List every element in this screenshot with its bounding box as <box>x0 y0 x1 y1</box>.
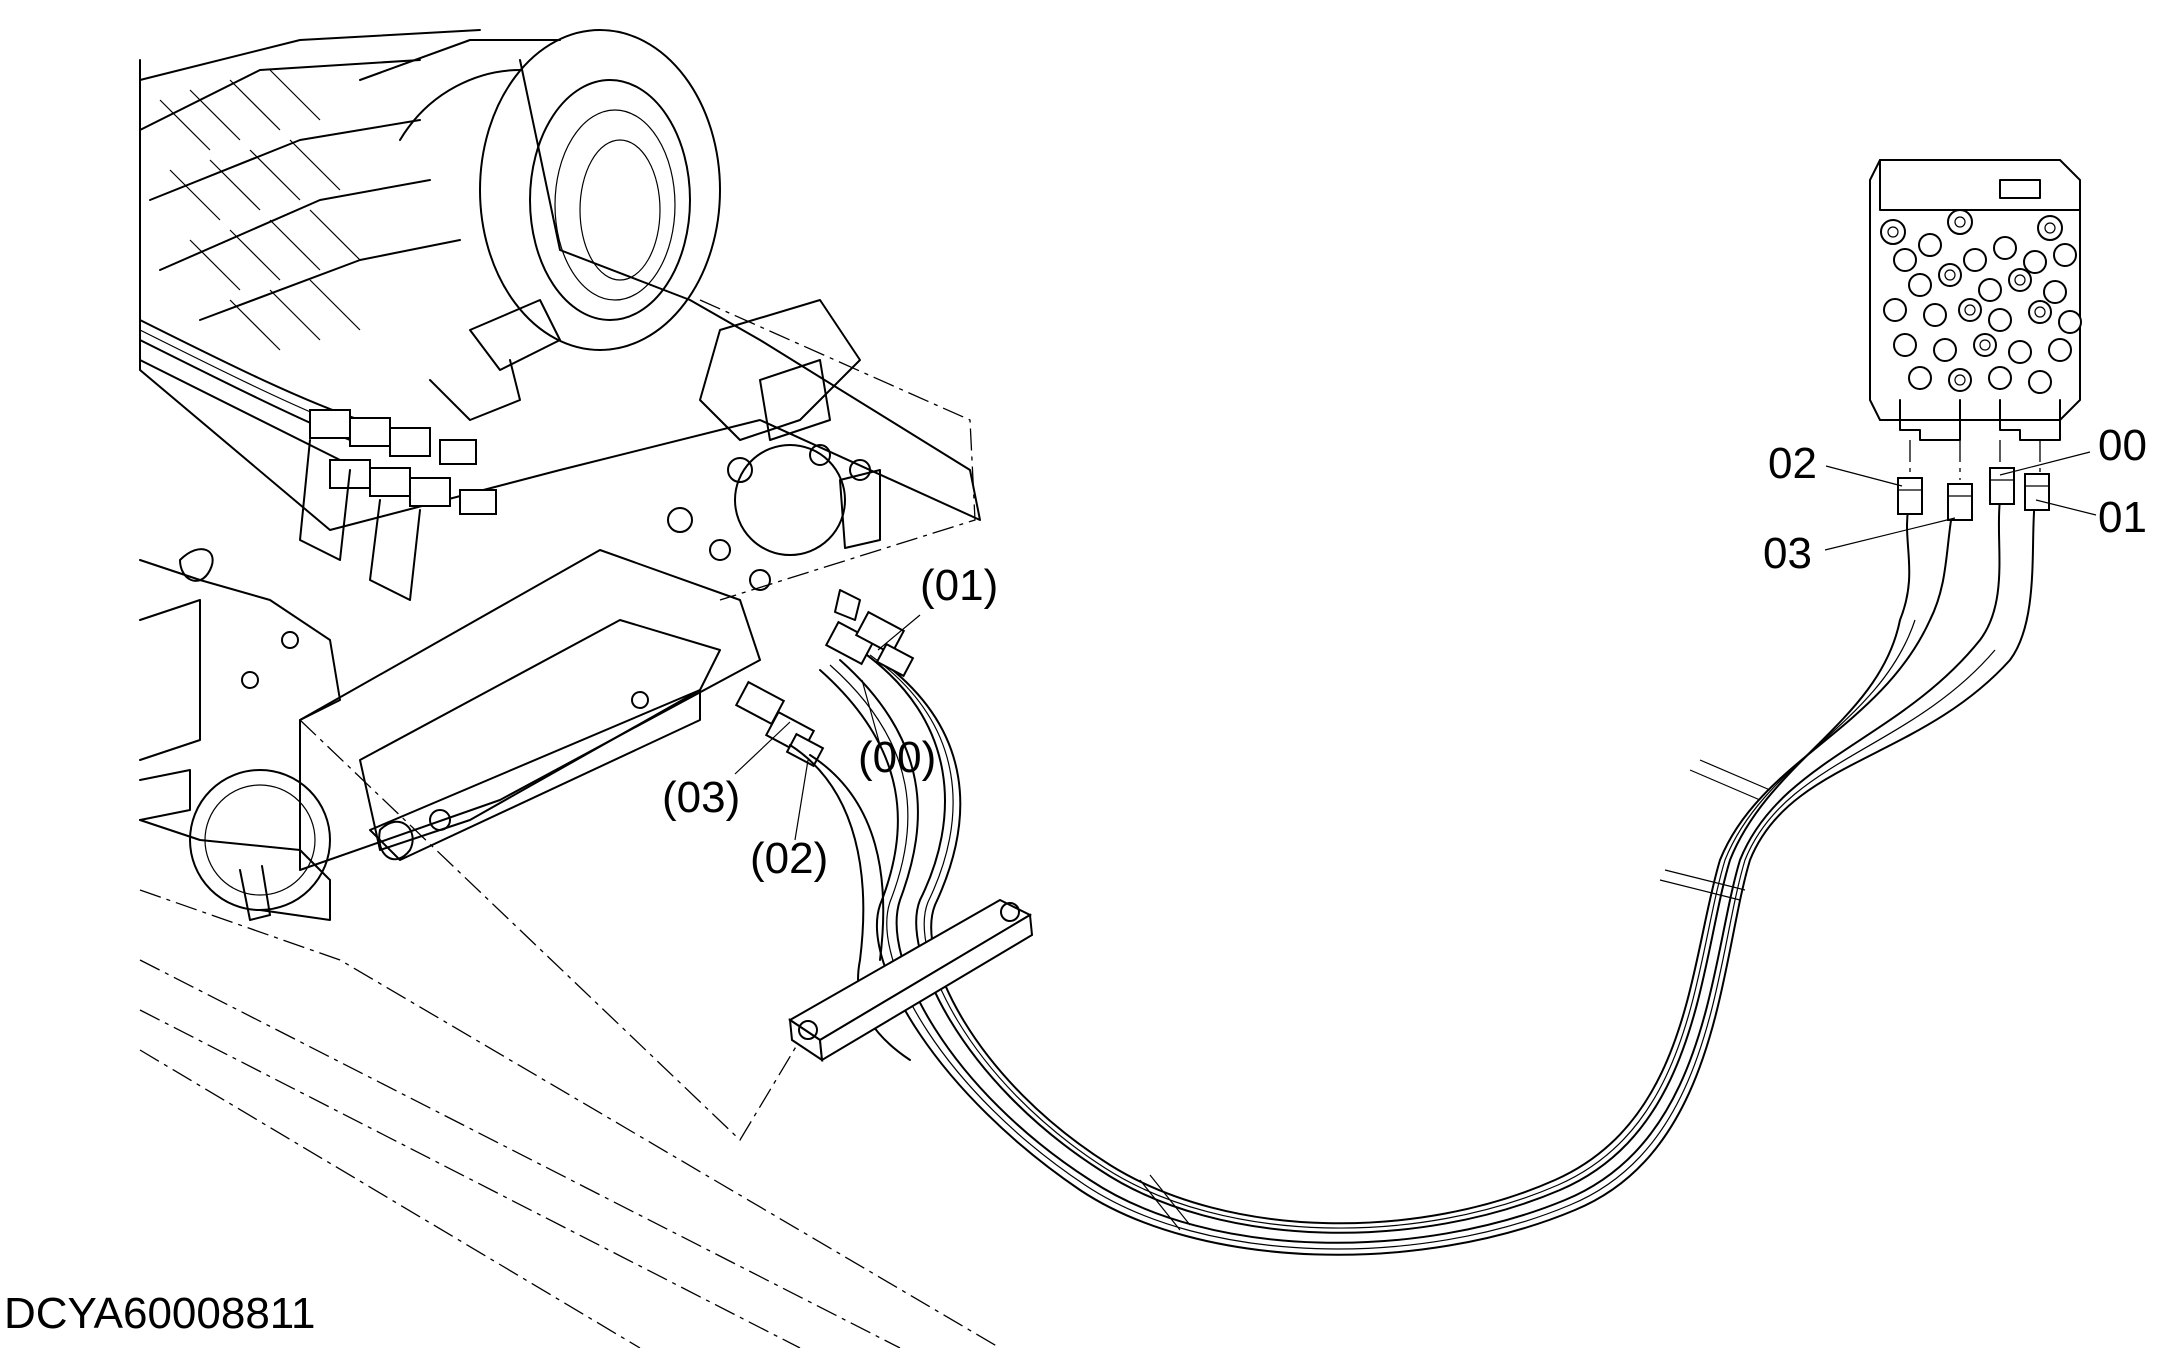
callout-left-02: (02) <box>750 834 828 883</box>
callout-right-01: 01 <box>2098 493 2147 542</box>
base-plate <box>139 548 1001 1348</box>
callout-right-00: 00 <box>2098 421 2147 470</box>
callout-left-03: (03) <box>662 773 740 822</box>
callouts: (01) (00) (03) (02) 02 03 00 01 <box>662 421 2147 883</box>
leader-lines <box>734 451 2097 841</box>
machine-frame <box>139 29 981 621</box>
machine-hose-bundle <box>139 319 497 601</box>
callout-left-01: (01) <box>920 561 998 610</box>
hose-clamp <box>788 898 1034 1063</box>
callout-right-03: 03 <box>1763 529 1812 578</box>
valve-block <box>1869 159 2082 521</box>
hose-run <box>734 499 2036 1256</box>
callout-left-00: (00) <box>858 733 936 782</box>
callout-right-02: 02 <box>1768 439 1817 488</box>
drawing-code: DCYA60008811 <box>4 1289 316 1338</box>
